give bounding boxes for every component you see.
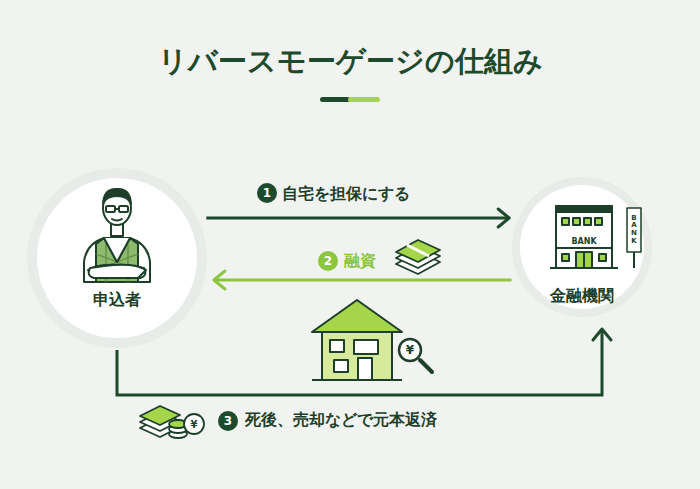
money-coins-icon	[140, 406, 204, 438]
node-circles	[27, 168, 652, 348]
edge-label: 融資	[344, 251, 376, 272]
connector-line	[206, 217, 509, 220]
callout-number: 3	[218, 411, 238, 431]
circle-node: 金融機関	[520, 185, 644, 309]
callout-number: 2	[318, 251, 338, 271]
bank-sign-text: BANK	[571, 237, 596, 246]
person-icon	[84, 189, 150, 282]
title-underline	[320, 97, 380, 102]
connector-arrow	[117, 329, 611, 395]
edge-label: 自宅を担保にする	[282, 184, 410, 205]
arrowhead	[214, 271, 225, 289]
yen-symbol: ¥	[406, 343, 414, 357]
connector-arrow	[206, 209, 509, 227]
connector-line	[117, 329, 602, 395]
bank-board-text: BANK	[631, 215, 638, 246]
arrowhead	[593, 329, 611, 340]
diagram-title: リバースモーゲージの仕組み	[0, 42, 700, 82]
arrowhead	[498, 209, 509, 227]
yen-symbol: ¥	[191, 419, 198, 430]
connector-line	[214, 279, 512, 282]
bank-icon	[550, 206, 641, 268]
magnifier-icon	[399, 339, 432, 372]
connector-arrow	[214, 271, 512, 289]
callout-number: 1	[257, 183, 277, 203]
edge-label: 死後、売却などで元本返済	[245, 410, 437, 431]
circle-node: 申込者	[37, 178, 197, 338]
money-stack-icon	[396, 240, 440, 274]
node-label: 申込者	[37, 290, 197, 311]
house-icon	[312, 300, 402, 380]
node-label: 金融機関	[520, 286, 644, 307]
